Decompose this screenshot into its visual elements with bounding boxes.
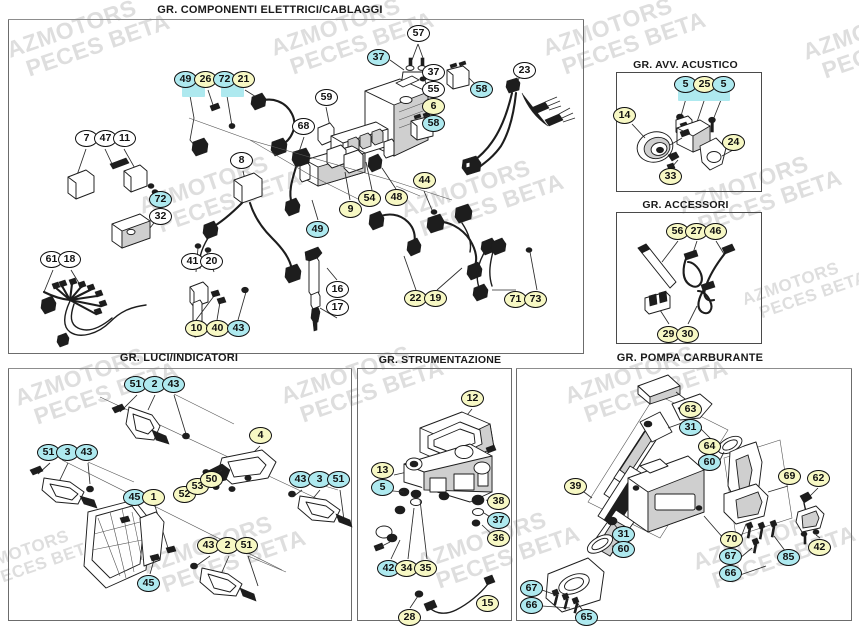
part-callout-85[interactable]: 85 — [777, 549, 800, 566]
part-callout-26[interactable]: 26 — [194, 71, 217, 88]
panel-main — [8, 19, 584, 354]
part-callout-73[interactable]: 73 — [524, 291, 547, 308]
part-callout-8[interactable]: 8 — [230, 152, 253, 169]
part-callout-24[interactable]: 24 — [722, 134, 745, 151]
part-callout-39[interactable]: 39 — [564, 478, 587, 495]
part-callout-50[interactable]: 50 — [200, 471, 223, 488]
part-callout-37[interactable]: 37 — [422, 64, 445, 81]
part-callout-69[interactable]: 69 — [778, 468, 801, 485]
part-callout-20[interactable]: 20 — [200, 253, 223, 270]
part-callout-5[interactable]: 5 — [371, 479, 394, 496]
part-callout-65[interactable]: 65 — [575, 609, 598, 626]
panel-title-instruments: GR. STRUMENTAZIONE — [378, 354, 502, 366]
part-callout-68[interactable]: 68 — [292, 118, 315, 135]
panel-accessories — [616, 212, 762, 344]
part-callout-21[interactable]: 21 — [232, 71, 255, 88]
part-callout-42[interactable]: 42 — [808, 539, 831, 556]
watermark: AZMOTORS PECES BETA — [799, 0, 859, 84]
part-callout-14[interactable]: 14 — [613, 107, 636, 124]
part-callout-33[interactable]: 33 — [659, 168, 682, 185]
title-rule-main — [8, 19, 584, 20]
part-callout-6[interactable]: 6 — [422, 98, 445, 115]
part-callout-51[interactable]: 51 — [37, 444, 60, 461]
part-callout-4[interactable]: 4 — [249, 427, 272, 444]
part-callout-58[interactable]: 58 — [422, 115, 445, 132]
part-callout-9[interactable]: 9 — [339, 201, 362, 218]
panel-title-fuelpump: GR. POMPA CARBURANTE — [616, 352, 764, 364]
part-callout-19[interactable]: 19 — [424, 290, 447, 307]
part-callout-66[interactable]: 66 — [719, 565, 742, 582]
part-callout-38[interactable]: 38 — [487, 493, 510, 510]
part-callout-43[interactable]: 43 — [162, 376, 185, 393]
part-callout-32[interactable]: 32 — [149, 208, 172, 225]
part-callout-55[interactable]: 55 — [422, 81, 445, 98]
part-callout-59[interactable]: 59 — [315, 89, 338, 106]
part-callout-58[interactable]: 58 — [470, 81, 493, 98]
part-callout-43[interactable]: 43 — [227, 320, 250, 337]
part-callout-51[interactable]: 51 — [235, 537, 258, 554]
part-callout-23[interactable]: 23 — [513, 62, 536, 79]
panel-title-horn: GR. AVV. ACUSTICO — [633, 59, 738, 71]
panel-title-main: GR. COMPONENTI ELETTRICI/CABLAGGI — [157, 4, 383, 16]
part-callout-67[interactable]: 67 — [719, 548, 742, 565]
part-callout-40[interactable]: 40 — [206, 320, 229, 337]
title-rule-lights — [8, 368, 352, 369]
part-callout-37[interactable]: 37 — [487, 512, 510, 529]
part-callout-72[interactable]: 72 — [149, 191, 172, 208]
part-callout-48[interactable]: 48 — [385, 189, 408, 206]
part-callout-12[interactable]: 12 — [461, 390, 484, 407]
part-callout-13[interactable]: 13 — [371, 462, 394, 479]
part-callout-64[interactable]: 64 — [698, 438, 721, 455]
part-callout-18[interactable]: 18 — [58, 251, 81, 268]
part-callout-45[interactable]: 45 — [137, 575, 160, 592]
panel-instruments — [357, 368, 512, 621]
part-callout-70[interactable]: 70 — [720, 531, 743, 548]
part-callout-17[interactable]: 17 — [326, 299, 349, 316]
part-callout-11[interactable]: 11 — [113, 130, 136, 147]
part-callout-28[interactable]: 28 — [398, 609, 421, 626]
part-callout-30[interactable]: 30 — [676, 326, 699, 343]
part-callout-66[interactable]: 66 — [520, 597, 543, 614]
part-callout-57[interactable]: 57 — [407, 25, 430, 42]
part-callout-49[interactable]: 49 — [306, 221, 329, 238]
part-callout-60[interactable]: 60 — [698, 454, 721, 471]
part-callout-51[interactable]: 51 — [327, 471, 350, 488]
part-callout-60[interactable]: 60 — [612, 541, 635, 558]
part-callout-67[interactable]: 67 — [520, 580, 543, 597]
part-callout-46[interactable]: 46 — [704, 223, 727, 240]
panel-title-lights: GR. LUCI/INDICATORI — [119, 352, 239, 364]
part-callout-54[interactable]: 54 — [358, 190, 381, 207]
part-callout-15[interactable]: 15 — [476, 595, 499, 612]
part-callout-5[interactable]: 5 — [712, 76, 735, 93]
part-callout-62[interactable]: 62 — [807, 470, 830, 487]
part-callout-36[interactable]: 36 — [487, 530, 510, 547]
part-callout-63[interactable]: 63 — [679, 401, 702, 418]
part-callout-35[interactable]: 35 — [414, 560, 437, 577]
part-callout-31[interactable]: 31 — [679, 419, 702, 436]
part-callout-37[interactable]: 37 — [367, 49, 390, 66]
part-callout-10[interactable]: 10 — [185, 320, 208, 337]
panel-title-accessories: GR. ACCESSORI — [642, 199, 729, 211]
part-callout-16[interactable]: 16 — [326, 281, 349, 298]
part-callout-44[interactable]: 44 — [413, 172, 436, 189]
panel-horn — [616, 72, 762, 192]
title-rule-fuelpump — [516, 368, 852, 369]
part-callout-1[interactable]: 1 — [142, 489, 165, 506]
part-callout-22[interactable]: 22 — [404, 290, 427, 307]
part-callout-34[interactable]: 34 — [395, 560, 418, 577]
part-callout-72[interactable]: 72 — [213, 71, 236, 88]
part-callout-43[interactable]: 43 — [75, 444, 98, 461]
